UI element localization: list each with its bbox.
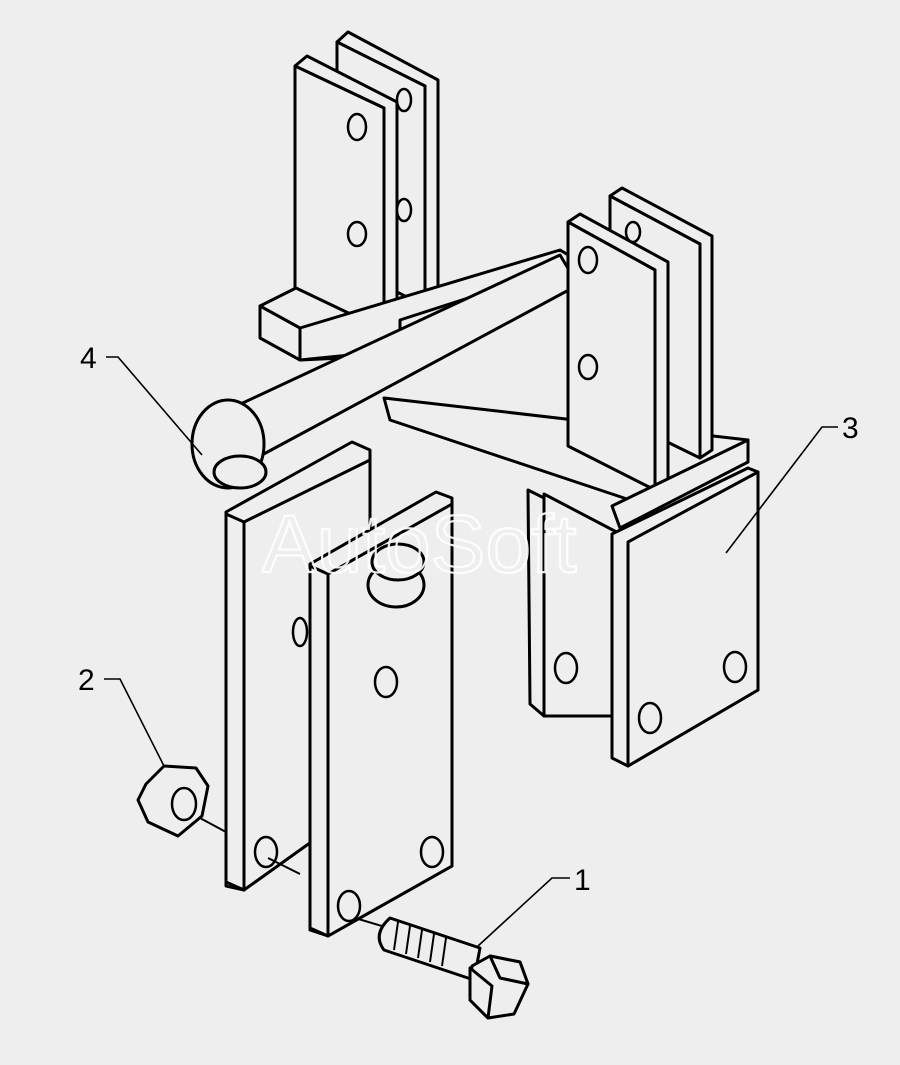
callout-3: 3 [842, 412, 859, 445]
leader-lines [104, 356, 838, 947]
callout-2: 2 [78, 664, 95, 697]
nut [136, 764, 301, 875]
watermark: AutoSoft [262, 499, 577, 590]
right-bracket [526, 438, 760, 768]
rear-right-uprights [566, 186, 714, 492]
bolt [354, 916, 530, 1020]
callout-4: 4 [80, 342, 97, 375]
round-shaft [190, 253, 580, 490]
callout-1: 1 [574, 864, 591, 897]
left-front-plates [224, 440, 454, 938]
